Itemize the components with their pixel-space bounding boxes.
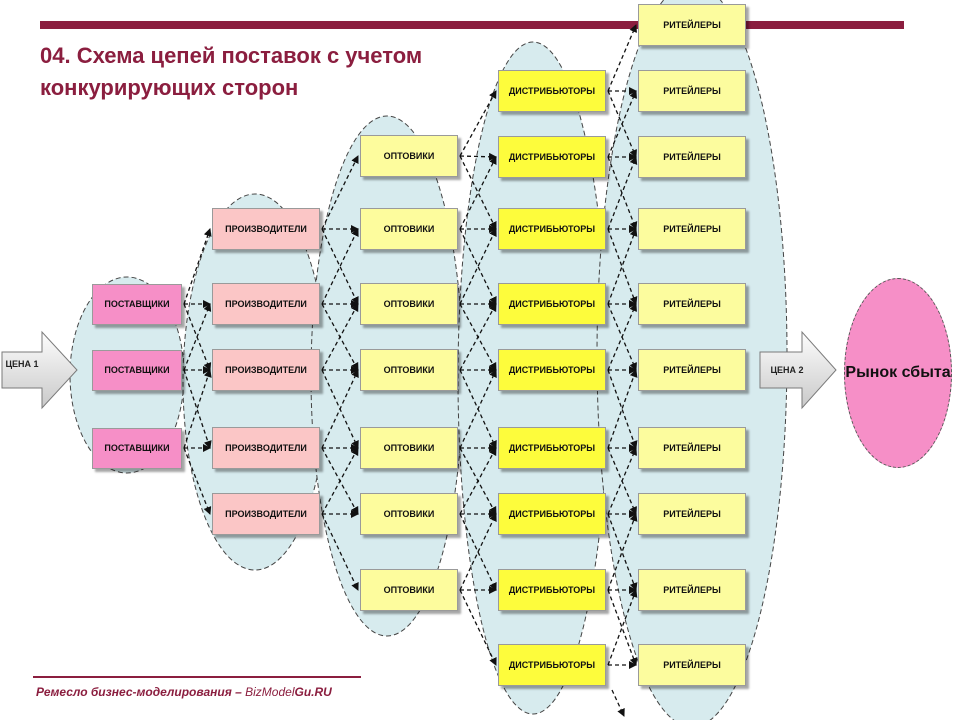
flow-arrow — [607, 303, 637, 371]
retailer-node-8: РИТЕЙЛЕРЫ — [638, 493, 746, 535]
footer-prefix: Ремесло бизнес-моделирования – — [36, 685, 246, 699]
market-node: Рынок сбыта — [844, 278, 952, 468]
distributor-node-7: ДИСТРИБЬЮТОРЫ — [498, 493, 606, 535]
flow-arrow — [607, 228, 638, 305]
flow-arrow — [459, 90, 497, 157]
flow-arrow — [607, 589, 638, 666]
header-rule — [40, 21, 904, 29]
distributor-node-6: ДИСТРИБЬЮТОРЫ — [498, 427, 606, 469]
flow-arrow — [607, 447, 637, 515]
wholesaler-node-5: ОПТОВИКИ — [360, 427, 458, 469]
flow-arrow — [321, 513, 359, 591]
wholesaler-node-7: ОПТОВИКИ — [360, 569, 458, 611]
flow-arrow — [607, 24, 637, 92]
flow-arrow — [321, 369, 359, 449]
retailer-node-7: РИТЕЙЛЕРЫ — [638, 427, 746, 469]
flow-arrow — [183, 303, 212, 371]
distributor-node-2: ДИСТРИБЬЮТОРЫ — [498, 136, 606, 178]
wholesaler-node-2: ОПТОВИКИ — [360, 208, 458, 250]
producer-node-5: ПРОИЗВОДИТЕЛИ — [212, 493, 320, 535]
retailer-node-2: РИТЕЙЛЕРЫ — [638, 70, 746, 112]
flow-arrow — [183, 228, 212, 305]
flow-arrow — [321, 303, 359, 371]
footer-brand: BizModel — [245, 685, 295, 699]
page-title: 04. Схема цепей поставок с учетом конкур… — [40, 43, 423, 100]
flow-arrow — [607, 589, 638, 666]
footer: Ремесло бизнес-моделирования – BizModelG… — [36, 685, 332, 699]
flow-arrow — [607, 90, 637, 158]
price-arrow-left — [1, 330, 78, 410]
wholesaler-node-1: ОПТОВИКИ — [360, 135, 458, 177]
wholesaler-node-3: ОПТОВИКИ — [360, 283, 458, 325]
flow-arrow — [459, 513, 497, 591]
flow-arrow — [183, 447, 212, 515]
distributor-node-4: ДИСТРИБЬЮТОРЫ — [498, 283, 606, 325]
retailer-node-5: РИТЕЙЛЕРЫ — [638, 283, 746, 325]
producer-node-3: ПРОИЗВОДИТЕЛИ — [212, 349, 320, 391]
flow-arrow — [459, 447, 497, 515]
footer-brand-strong: Gu.RU — [294, 685, 332, 699]
producer-node-2: ПРОИЗВОДИТЕЛИ — [212, 283, 320, 325]
flow-arrow — [459, 369, 497, 449]
wholesaler-node-4: ОПТОВИКИ — [360, 349, 458, 391]
supplier-node-3: ПОСТАВЩИКИ — [92, 427, 182, 469]
footer-rule — [33, 676, 361, 678]
retailer-node-1: РИТЕЙЛЕРЫ — [638, 4, 746, 46]
price-arrow-right — [759, 330, 837, 410]
supplier-node-2: ПОСТАВЩИКИ — [92, 349, 182, 391]
retailer-node-10: РИТЕЙЛЕРЫ — [638, 644, 746, 686]
retailer-node-6: РИТЕЙЛЕРЫ — [638, 349, 746, 391]
retailer-node-9: РИТЕЙЛЕРЫ — [638, 569, 746, 611]
producer-node-1: ПРОИЗВОДИТЕЛИ — [212, 208, 320, 250]
flow-arrow — [321, 447, 359, 515]
distributor-node-1: ДИСТРИБЬЮТОРЫ — [498, 70, 606, 112]
distributor-node-3: ДИСТРИБЬЮТОРЫ — [498, 208, 606, 250]
distributor-node-9: ДИСТРИБЬЮТОРЫ — [498, 644, 606, 686]
wholesaler-node-6: ОПТОВИКИ — [360, 493, 458, 535]
retailer-node-4: РИТЕЙЛЕРЫ — [638, 208, 746, 250]
supplier-node-1: ПОСТАВЩИКИ — [92, 283, 182, 325]
price-label-left: ЦЕНА 1 — [5, 359, 39, 369]
flow-arrow — [607, 156, 638, 230]
distributor-node-8: ДИСТРИБЬЮТОРЫ — [498, 569, 606, 611]
flow-arrow — [611, 689, 625, 717]
retailer-node-3: РИТЕЙЛЕРЫ — [638, 136, 746, 178]
producer-node-4: ПРОИЗВОДИТЕЛИ — [212, 427, 320, 469]
distributor-node-5: ДИСТРИБЬЮТОРЫ — [498, 349, 606, 391]
flow-arrow — [459, 303, 497, 371]
price-label-right: ЦЕНА 2 — [770, 365, 804, 375]
flow-arrow — [607, 228, 638, 305]
